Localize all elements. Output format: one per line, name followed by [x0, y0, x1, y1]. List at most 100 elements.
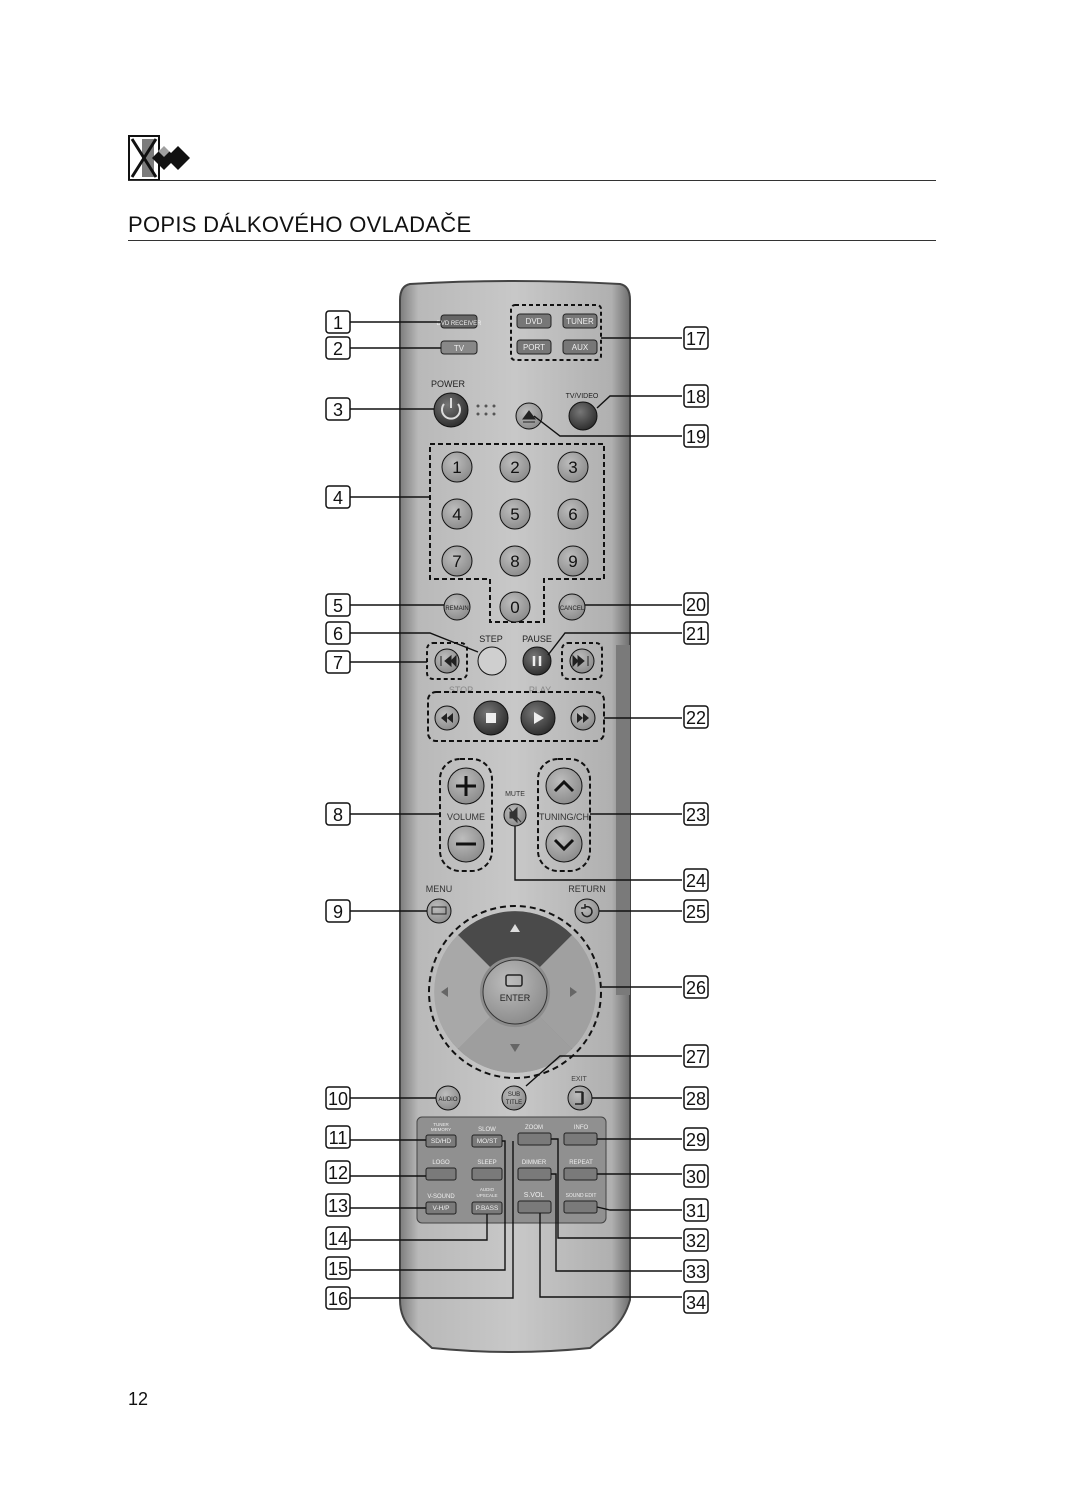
callout-16: 16: [328, 1289, 348, 1309]
power-label: POWER: [431, 379, 466, 389]
power-button[interactable]: [433, 392, 469, 428]
callout-11: 11: [329, 1128, 348, 1148]
sleep-label: SLEEP: [477, 1160, 496, 1166]
digit-4-button[interactable]: [441, 498, 473, 530]
callout-11-box: [325, 1125, 351, 1149]
menu-button[interactable]: [426, 898, 452, 924]
callout-7: 7: [333, 653, 343, 673]
nav-up-button[interactable]: [458, 911, 572, 967]
callout-2: 2: [333, 339, 343, 359]
digit-2-button[interactable]: [499, 451, 531, 483]
logo-button[interactable]: [425, 1167, 457, 1181]
eject-icon: [522, 410, 536, 423]
cancel-label: CANCEL: [560, 606, 585, 612]
pause-icon: [532, 656, 542, 666]
callout-29: 29: [686, 1130, 706, 1150]
cancel-button[interactable]: [558, 593, 586, 621]
nav-right-button[interactable]: [540, 935, 596, 1049]
enter-button[interactable]: [482, 959, 548, 1025]
chevron-up-icon: [553, 779, 575, 793]
tuning-up-button[interactable]: [545, 767, 583, 805]
tuner-button[interactable]: [562, 313, 598, 329]
power-icon: [441, 398, 461, 420]
digit-7-label: 7: [452, 552, 461, 571]
callout-7-box: [325, 650, 351, 674]
callout-29-box: [683, 1127, 709, 1151]
zoom-button[interactable]: [517, 1132, 552, 1146]
transport-group-outline: [427, 691, 605, 742]
leader-lines: [350, 321, 682, 1299]
callout-24-box: [683, 868, 709, 892]
sd-hd-button[interactable]: [425, 1134, 457, 1148]
digit-1-button[interactable]: [441, 451, 473, 483]
side-groove: [616, 645, 630, 995]
title-rule: [128, 240, 936, 241]
digit-0-label: 0: [510, 598, 519, 617]
return-button[interactable]: [574, 898, 600, 924]
callout-20-box: [683, 592, 709, 616]
digit-6-button[interactable]: [557, 498, 589, 530]
callout-12-box: [325, 1160, 351, 1184]
callout-5: 5: [333, 596, 343, 616]
p-bass-label: P.BASS: [476, 1205, 499, 1212]
digit-7-button[interactable]: [441, 545, 473, 577]
enter-label: ENTER: [500, 993, 531, 1003]
digit-3-label: 3: [568, 458, 577, 477]
exit-icon: [575, 1091, 584, 1105]
digit-0-button[interactable]: [499, 591, 531, 623]
callout-30-box: [683, 1164, 709, 1188]
dvd-button[interactable]: [516, 313, 552, 329]
step-button[interactable]: [477, 646, 507, 676]
mute-label: MUTE: [505, 791, 525, 798]
callout-24: 24: [686, 871, 706, 891]
digit-9-button[interactable]: [557, 545, 589, 577]
sound-edit-button[interactable]: [563, 1200, 598, 1214]
s-vol-label: S.VOL: [524, 1192, 545, 1199]
digit-6-label: 6: [568, 505, 577, 524]
callout-17: 17: [686, 329, 706, 349]
tuning-label: TUNING/CH: [539, 812, 589, 822]
aux-button[interactable]: [562, 339, 598, 355]
callout-4-box: [325, 485, 351, 509]
info-label: INFO: [574, 1125, 589, 1131]
arrow-right-icon: [570, 987, 577, 997]
rewind-icon: [441, 713, 453, 723]
callout-19: 19: [686, 427, 706, 447]
tv-video-button[interactable]: [568, 401, 598, 431]
port-button[interactable]: [516, 339, 552, 355]
info-button[interactable]: [563, 1132, 598, 1146]
callout-18-box: [683, 384, 709, 408]
remain-button[interactable]: [443, 593, 471, 621]
s-vol-button[interactable]: [517, 1200, 552, 1214]
callout-13-box: [325, 1193, 351, 1217]
sleep-button[interactable]: [471, 1167, 503, 1181]
callout-27-box: [683, 1044, 709, 1068]
exit-button[interactable]: [567, 1085, 593, 1111]
callout-22-box: [683, 705, 709, 729]
callout-23-box: [683, 802, 709, 826]
nav-left-button[interactable]: [434, 935, 490, 1049]
play-icon: [534, 712, 544, 724]
digit-8-label: 8: [510, 552, 519, 571]
function-panel: [416, 1116, 607, 1224]
tuner-memory-label-1: TUNER: [433, 1122, 449, 1127]
subtitle-button[interactable]: [501, 1085, 527, 1111]
digit-8-button[interactable]: [499, 545, 531, 577]
section-logo-icon: [128, 135, 190, 181]
digit-3-button[interactable]: [557, 451, 589, 483]
menu-icon: [431, 906, 447, 915]
callout-31-box: [683, 1198, 709, 1222]
digit-9-label: 9: [568, 552, 577, 571]
digit-5-button[interactable]: [499, 498, 531, 530]
chevron-down-icon: [553, 838, 575, 852]
digit-5-label: 5: [510, 505, 519, 524]
repeat-button[interactable]: [563, 1167, 598, 1181]
callout-33-box: [683, 1259, 709, 1283]
volume-label: VOLUME: [447, 812, 485, 822]
digit-group-outline: [429, 443, 605, 623]
dimmer-button[interactable]: [517, 1167, 552, 1181]
pause-button[interactable]: [522, 646, 552, 676]
tuning-down-button[interactable]: [545, 825, 583, 863]
callout-19-box: [683, 424, 709, 448]
logo-label: LOGO: [432, 1160, 450, 1166]
